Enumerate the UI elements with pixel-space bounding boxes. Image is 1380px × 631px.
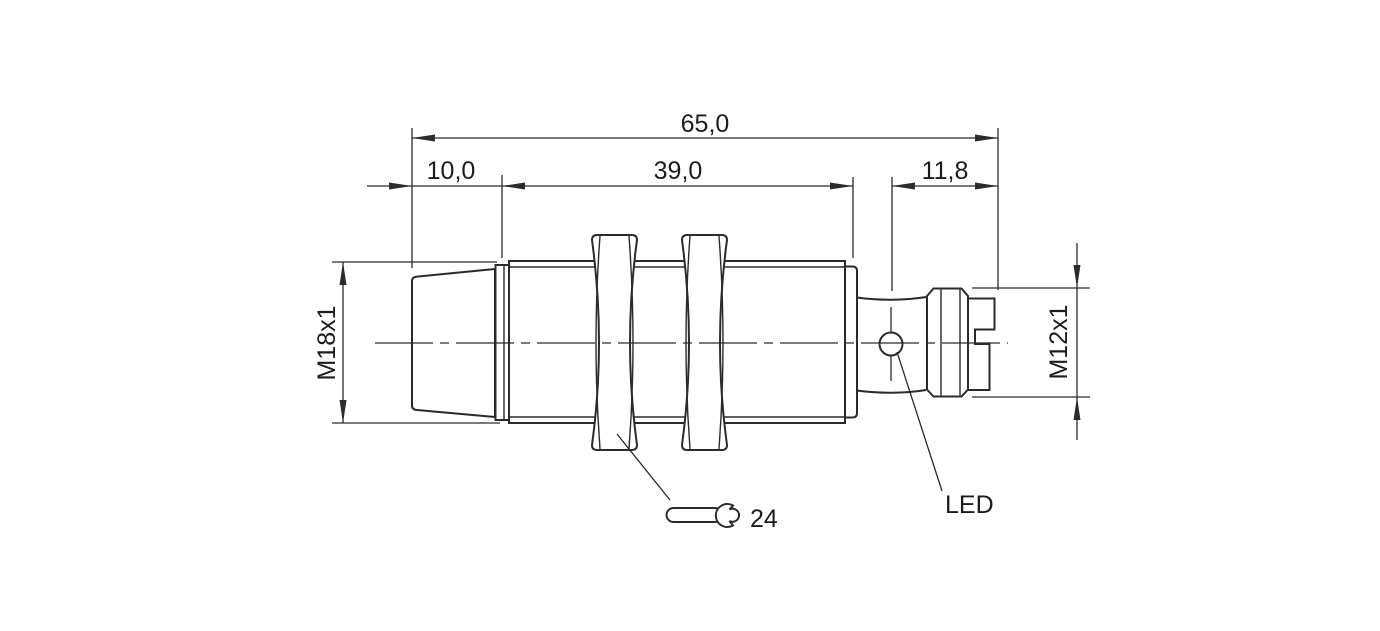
led-callout: LED	[896, 351, 994, 519]
wrench-jaw	[714, 503, 740, 528]
overall-length-label: 65,0	[681, 110, 730, 138]
dim-connector-length: 11,8	[891, 157, 998, 291]
wrench-icon	[665, 503, 740, 528]
arrowhead	[975, 182, 998, 190]
connector-plug	[967, 297, 996, 391]
dim-connector-thread-m12: M12x1	[972, 243, 1090, 440]
rear-length-label: 11,8	[922, 157, 969, 185]
dim-overall-length: 65,0	[411, 110, 999, 290]
arrowhead-down	[339, 400, 347, 423]
neck-bottom-edge	[856, 389, 927, 394]
arrowhead-right	[975, 134, 998, 142]
led-indicator-circle	[878, 331, 904, 357]
hex-nut	[590, 234, 639, 451]
wrench-leader-line	[616, 433, 671, 501]
wrench-size-callout: 24	[616, 433, 778, 533]
led-leader-line	[896, 351, 943, 492]
body-thread-label: M18x1	[313, 305, 341, 380]
arrowhead	[830, 182, 853, 190]
arrowhead-up	[1073, 397, 1081, 420]
arrowhead	[389, 182, 412, 190]
threaded-barrel	[508, 260, 846, 424]
barrel-end-ring	[844, 265, 858, 419]
arrowhead	[892, 182, 915, 190]
thread-length-label: 39,0	[654, 157, 703, 185]
hex-facet-line	[595, 235, 601, 450]
wrench-size-label: 24	[750, 505, 778, 533]
arrowhead	[502, 182, 525, 190]
neck-top-edge	[856, 296, 927, 301]
dim-front-and-thread-length: 10,0 39,0	[367, 157, 854, 258]
led-label: LED	[945, 491, 994, 519]
arrowhead-left	[412, 134, 435, 142]
arrowhead-up	[339, 262, 347, 285]
dim-body-thread-m18: M18x1	[313, 261, 500, 424]
front-length-label: 10,0	[427, 157, 476, 185]
arrowhead-down	[1073, 265, 1081, 288]
wrench-handle	[665, 507, 723, 523]
connector-thread-label: M12x1	[1045, 304, 1073, 379]
